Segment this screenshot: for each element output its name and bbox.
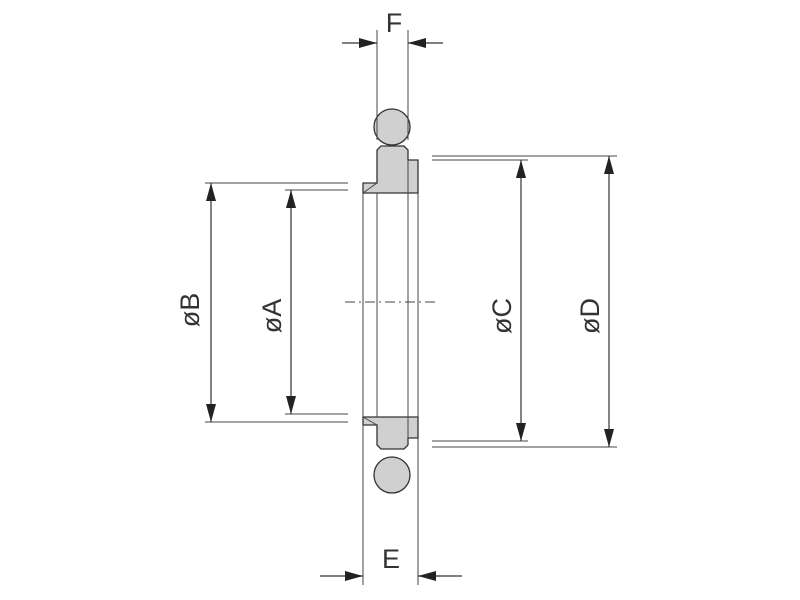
arrow-up — [604, 156, 614, 174]
dimension-f-label: F — [386, 8, 403, 38]
arrow-right — [345, 571, 363, 581]
arrow-up — [286, 190, 296, 208]
dimension-b-label: øB — [175, 293, 205, 328]
ring-profile — [362, 108, 419, 494]
dimension-d-label: øD — [575, 298, 605, 334]
arrow-down — [516, 423, 526, 441]
dimension-e-label: E — [382, 544, 400, 574]
dimension-f: F — [342, 8, 443, 48]
extension-lines — [205, 30, 617, 585]
dimension-c-label: øC — [487, 298, 517, 334]
dimension-a-label: øA — [257, 299, 287, 334]
arrow-left — [408, 38, 426, 48]
dimension-b: øB — [175, 183, 216, 422]
arrow-down — [206, 404, 216, 422]
dimension-a: øA — [257, 190, 296, 414]
dimension-d: øD — [575, 156, 614, 447]
arrow-down — [286, 396, 296, 414]
ring-body-outline — [362, 193, 419, 417]
o-ring-bottom — [373, 456, 411, 494]
arrow-left — [418, 571, 436, 581]
arrow-up — [206, 183, 216, 201]
arrow-down — [604, 429, 614, 447]
arrow-right — [359, 38, 377, 48]
o-ring-top — [373, 108, 411, 146]
dimension-e: E — [320, 544, 462, 581]
arrow-up — [516, 160, 526, 178]
ring-face-lines — [362, 160, 409, 438]
ring-section-top — [362, 145, 419, 194]
dimension-c: øC — [487, 160, 526, 441]
